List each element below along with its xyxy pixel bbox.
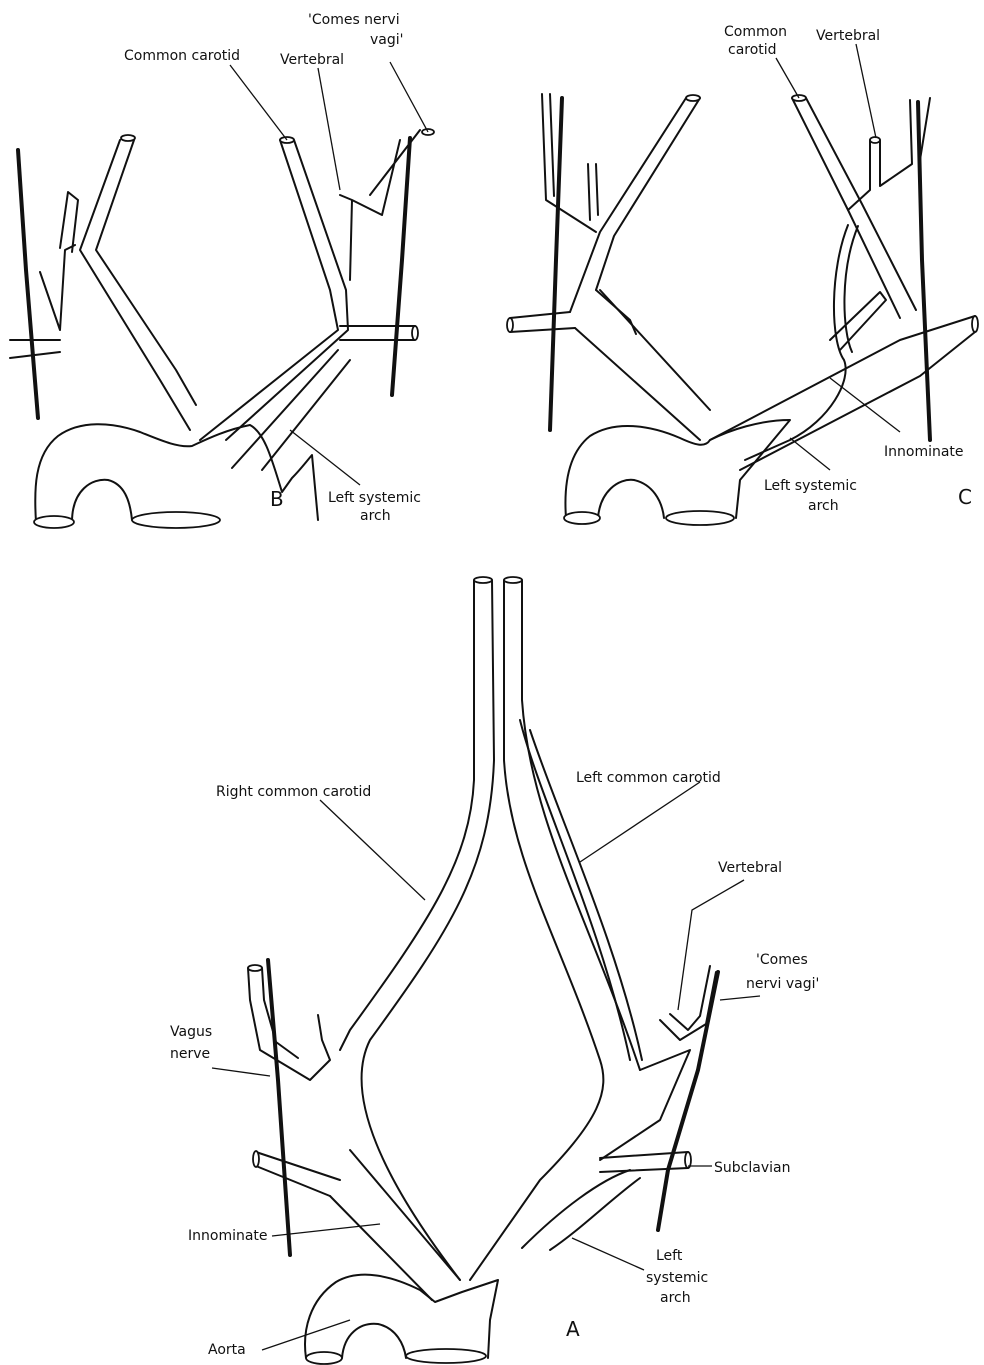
left-carotid-b (200, 140, 338, 440)
aorta-end-c-right (666, 511, 734, 525)
right-ductus-c (596, 290, 636, 334)
label-comes-a: 'Comes (756, 952, 808, 968)
label-left-systemic-b-1: Left systemic (328, 490, 421, 506)
left-subclavian-end-c (972, 316, 978, 332)
right-carotid-b (80, 140, 190, 430)
right-common-carotid-a (340, 580, 494, 1280)
label-innominate-c: Innominate (884, 444, 964, 460)
label-aorta-a: Aorta (208, 1342, 246, 1358)
label-vertebral-a: Vertebral (718, 860, 782, 876)
label-vagi-b: vagi' (370, 32, 404, 48)
right-carotid-end-c (686, 95, 700, 101)
panel-c: Common carotid Vertebral Innominate Left… (507, 24, 978, 525)
label-left-common-carotid-a: Left common carotid (576, 770, 721, 786)
label-common-carotid-b: Common carotid (124, 48, 240, 64)
right-subclavian-end-a (253, 1151, 259, 1167)
label-left-systemic-a-2: systemic (646, 1270, 708, 1286)
panel-letter-a: A (566, 1317, 580, 1341)
leader-systemic-c (790, 438, 830, 470)
label-nerve-a: nerve (170, 1046, 210, 1062)
left-systemic-arch-c (745, 225, 858, 460)
leader-comes-a (720, 996, 760, 1000)
comes-nervi-vagi-b (392, 138, 410, 395)
left-subclavian-end-b (412, 326, 418, 340)
label-left-systemic-c-1: Left systemic (764, 478, 857, 494)
right-vertebral-c (542, 94, 598, 232)
leader-vertebral-a (678, 880, 744, 1010)
panel-letter-b: B (270, 487, 284, 511)
label-subclavian-a: Subclavian (714, 1160, 790, 1176)
left-subclavian-a (600, 1152, 688, 1172)
aorta-end-a-left (306, 1352, 342, 1364)
right-vertebral-end-a (248, 965, 262, 971)
right-innominate-a (330, 1150, 460, 1300)
leader-vertebral-c (856, 44, 876, 138)
left-common-carotid-a (470, 580, 640, 1280)
leader-systemic-b (290, 430, 360, 485)
aorta-arch-a (305, 1275, 498, 1358)
panel-a: Right common carotid Left common carotid… (170, 577, 819, 1364)
leader-vagus-a (212, 1068, 270, 1076)
label-left-systemic-b-2: arch (360, 508, 391, 524)
aorta-end-a-right (406, 1349, 486, 1363)
label-left-systemic-a-1: Left (656, 1248, 683, 1264)
label-comes-nervi-b: 'Comes nervi (308, 12, 400, 28)
right-innominate-c (575, 290, 710, 440)
left-vertebral-end-c (870, 137, 880, 143)
aorta-end-c-left (564, 512, 600, 524)
left-subclavian-b (340, 326, 415, 340)
comes-nervi-vagi-c (918, 102, 930, 440)
leader-comes-b (390, 62, 428, 132)
left-carotid-c (792, 98, 916, 318)
vertebral-end-b (121, 135, 135, 141)
right-subclavian-end-c (507, 318, 513, 332)
leader-right-common-carotid-a (320, 800, 425, 900)
right-vertebral-b (60, 192, 78, 252)
label-vertebral-c: Vertebral (816, 28, 880, 44)
right-vertebral-a (248, 968, 330, 1080)
aorta-inner-b (72, 480, 132, 522)
label-common-c: Common (724, 24, 787, 40)
label-right-common-carotid-a: Right common carotid (216, 784, 371, 800)
leader-carotid-b (230, 65, 287, 140)
vagus-nerve-b (18, 150, 38, 418)
leader-vertebral-b (318, 68, 340, 190)
panel-b: 'Comes nervi vagi' Common carotid Verteb… (10, 12, 434, 528)
aorta-end-b-right (132, 512, 220, 528)
right-subclavian-b (10, 245, 75, 358)
right-carotid-b-2 (96, 140, 196, 405)
leader-systemic-a (572, 1238, 644, 1270)
leader-carotid-c (776, 58, 799, 98)
label-vagus-a: Vagus (170, 1024, 212, 1040)
label-left-systemic-c-2: arch (808, 498, 839, 514)
right-carotid-end-a (474, 577, 492, 583)
aorta-arch-c (565, 420, 790, 518)
label-nervi-vagi-a: nervi vagi' (746, 976, 819, 992)
aorta-inner-a (342, 1324, 406, 1358)
label-carotid-c: carotid (728, 42, 777, 58)
label-vertebral-b: Vertebral (280, 52, 344, 68)
label-innominate-a: Innominate (188, 1228, 268, 1244)
crossing-loop-c (830, 292, 886, 350)
leader-left-common-carotid-a (580, 782, 700, 862)
right-subclavian-a (256, 1152, 340, 1196)
aorta-end-b-left (34, 516, 74, 528)
label-left-systemic-a-3: arch (660, 1290, 691, 1306)
leader-innominate-c (830, 378, 900, 432)
left-carotid-end-a (504, 577, 522, 583)
panel-letter-c: C (958, 485, 972, 509)
aorta-inner-c (598, 480, 664, 518)
vagus-nerve-a (268, 960, 290, 1255)
right-subclavian-c (510, 312, 575, 332)
